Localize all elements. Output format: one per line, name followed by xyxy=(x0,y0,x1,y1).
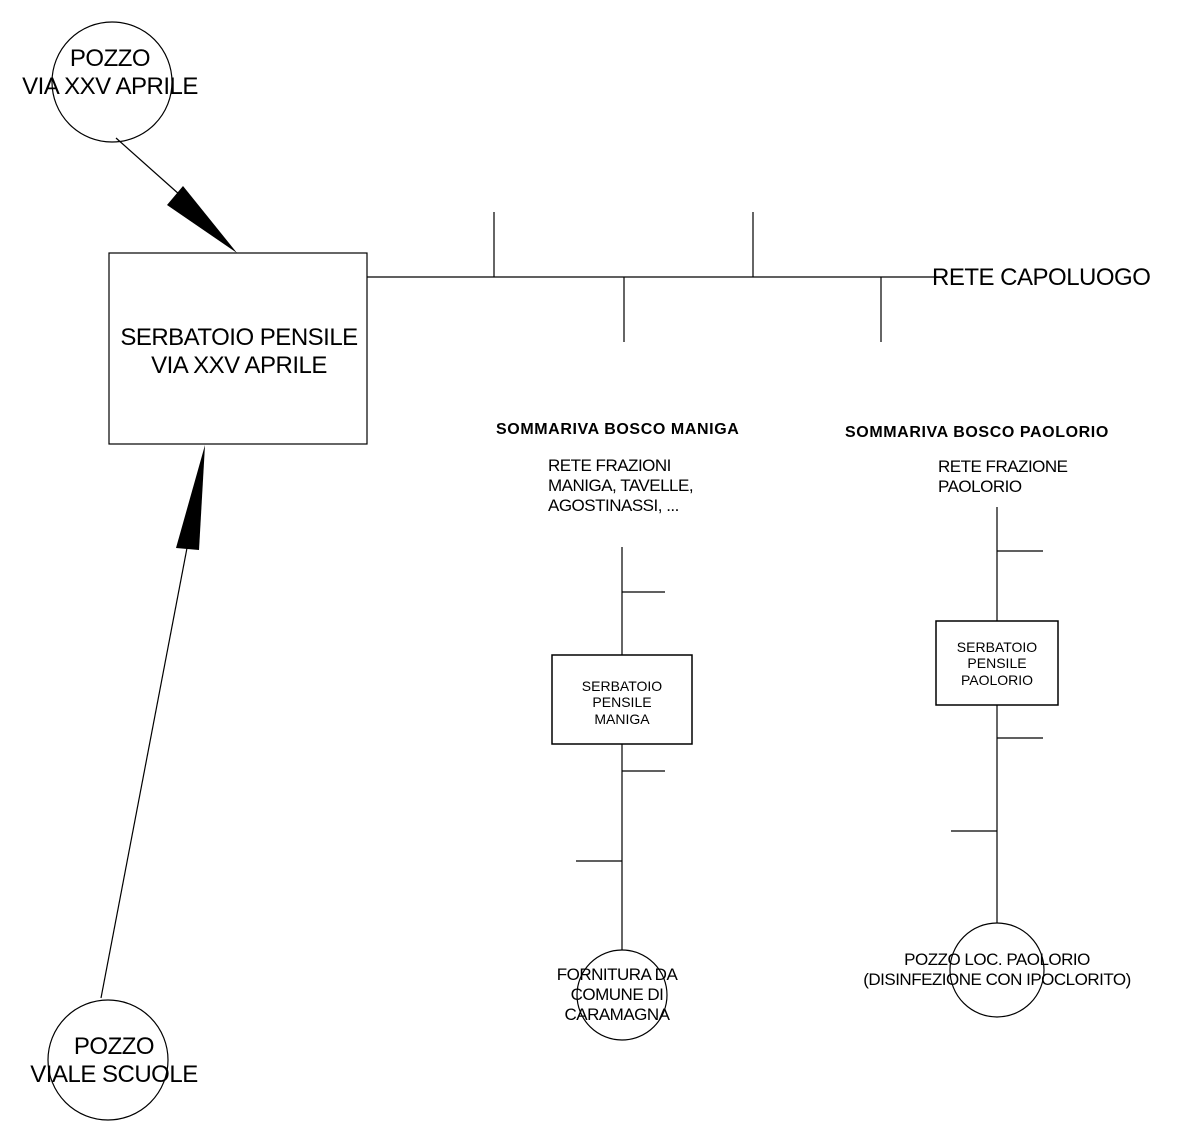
well-viale-scuole-circle xyxy=(47,999,169,1121)
pipe-top-well xyxy=(115,137,181,196)
paolorio-network-title: SOMMARIVA BOSCO PAOLORIO xyxy=(845,424,1109,441)
pipe-bottom-well xyxy=(100,547,188,999)
main-tank-box xyxy=(108,252,368,445)
paolorio-network-desc: RETE FRAZIONE PAOLORIO xyxy=(938,457,1068,496)
paolorio-tank-box xyxy=(935,620,1059,706)
arrowhead-bottom xyxy=(176,445,205,550)
well-via-xxv-aprile-circle xyxy=(51,21,173,143)
main-tank-label: SERBATOIO PENSILE VIA XXV APRILE xyxy=(120,324,358,380)
maniga-tank-box xyxy=(551,654,693,745)
arrowhead-top xyxy=(167,186,237,253)
well-viale-scuole-label: POZZO VIALE SCUOLE xyxy=(30,1033,198,1089)
capoluogo-network-label: RETE CAPOLUOGO xyxy=(932,264,1151,291)
paolorio-tank-label: SERBATOIO PENSILE PAOLORIO xyxy=(956,639,1038,688)
maniga-network-title: SOMMARIVA BOSCO MANIGA xyxy=(496,421,740,438)
well-via-xxv-aprile-label: POZZO VIA XXV APRILE xyxy=(22,45,198,101)
well-paolorio-label: POZZO LOC. PAOLORIO (DISINFEZIONE CON IP… xyxy=(863,950,1131,989)
maniga-tank-label: SERBATOIO PENSILE MANIGA xyxy=(581,678,663,727)
maniga-network-desc: RETE FRAZIONI MANIGA, TAVELLE, AGOSTINAS… xyxy=(548,456,694,515)
fornitura-caramagna-label: FORNITURA DA COMUNE DI CARAMAGNA xyxy=(556,965,678,1024)
